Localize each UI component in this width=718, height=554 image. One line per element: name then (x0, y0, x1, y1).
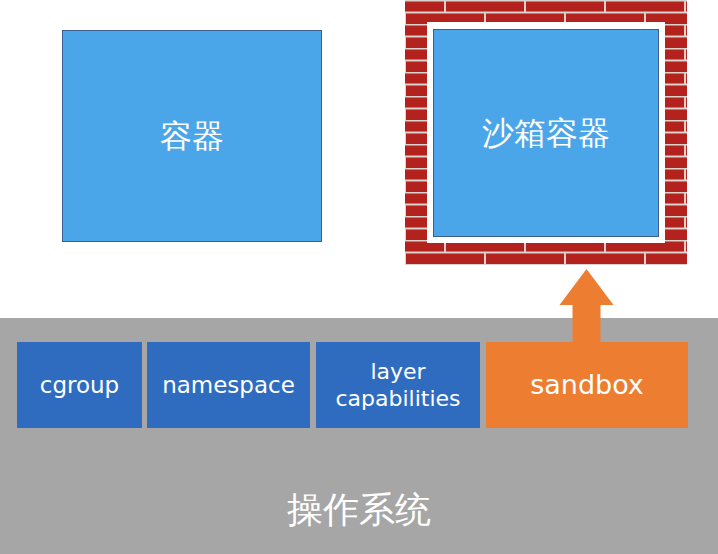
node-label: 容器 (160, 116, 224, 156)
node-label: 操作系统 (287, 487, 431, 532)
node-label: layer capabilities (324, 358, 472, 413)
os-band-fill (0, 318, 718, 554)
sandbox-inner-box (434, 30, 659, 237)
feature-box: namespace (147, 342, 310, 428)
sandbox-box: sandbox (486, 342, 688, 428)
brick-frame (405, 0, 687, 265)
node-label: 沙箱容器 (482, 113, 610, 153)
block-arrow (560, 269, 614, 342)
node-label: cgroup (40, 371, 119, 400)
container-box: 容器 (62, 30, 322, 242)
feature-box: cgroup (17, 342, 142, 428)
node-label: namespace (162, 371, 295, 400)
feature-box: layer capabilities (316, 342, 480, 428)
node-label: sandbox (530, 368, 644, 402)
wall-gap (427, 22, 665, 243)
sandbox-container-box: 沙箱容器 (405, 0, 687, 265)
os-band: 操作系统 cgroup namespace layer capabilities san… (0, 318, 718, 554)
